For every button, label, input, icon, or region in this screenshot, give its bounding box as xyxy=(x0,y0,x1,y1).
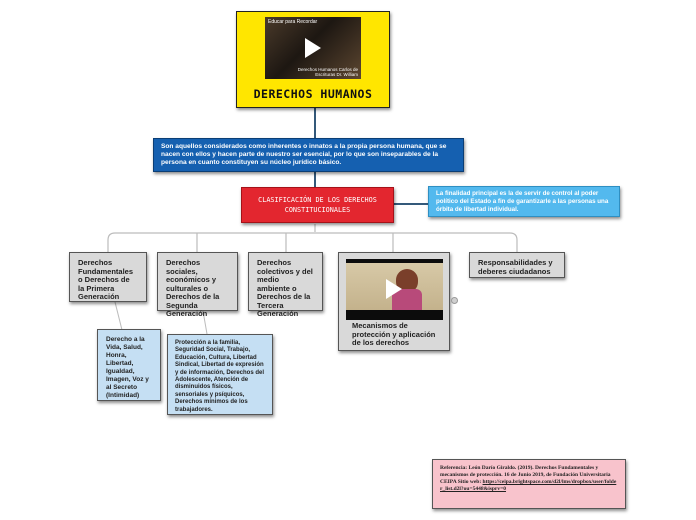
purpose-node[interactable]: La finalidad principal es la de servir d… xyxy=(428,186,620,217)
category-third-generation[interactable]: Derechos colectivos y del medio ambiente… xyxy=(248,252,323,318)
connector-categories-bracket xyxy=(107,224,518,252)
play-icon xyxy=(305,38,321,58)
detail-second-generation[interactable]: Protección a la familia, Seguridad Socia… xyxy=(167,334,273,415)
video-caption-top: Educar para Recordar xyxy=(268,19,318,25)
reference-text: Referencia: León Darío Giraldo. (2019). … xyxy=(440,465,611,485)
root-title: DERECHOS HUMANOS xyxy=(253,87,373,101)
detail-second-generation-text: Protección a la familia, Seguridad Socia… xyxy=(175,340,265,413)
purpose-text: La finalidad principal es la de servir d… xyxy=(436,190,609,213)
category-responsibilities[interactable]: Responsabilidades y deberes ciudadanos xyxy=(469,252,565,278)
category-second-generation[interactable]: Derechos sociales, económicos y cultural… xyxy=(157,252,238,318)
video-caption-bottom: Derechos Humanos Carlos de Escrituras Dr… xyxy=(297,67,358,77)
classification-node[interactable]: CLASIFICACIÓN DE LOS DERECHOS CONSTITUCI… xyxy=(241,187,394,223)
category-protection-mechanisms[interactable]: Mecanismos de protección y aplicación de… xyxy=(338,252,450,351)
category-third-generation-text: Derechos colectivos y del medio ambiente… xyxy=(257,258,313,318)
connector-second-gen-detail xyxy=(202,310,208,335)
category-protection-mechanisms-text: Mecanismos de protección y aplicación de… xyxy=(352,321,436,347)
definition-node[interactable]: Son aquellos considerados como inherente… xyxy=(153,138,464,172)
category-first-generation-text: Derechos Fundamentales o Derechos de la … xyxy=(78,258,134,301)
mechanisms-video-thumbnail[interactable] xyxy=(346,259,443,320)
reference-link[interactable]: https://ceipa.brightspace.com/d2l/lms/dr… xyxy=(440,479,617,492)
root-node-derechos-humanos[interactable]: Educar para Recordar Derechos Humanos Ca… xyxy=(236,11,390,108)
connector-first-gen-detail xyxy=(114,301,123,331)
collapse-marker-icon[interactable] xyxy=(451,297,458,304)
category-second-generation-text: Derechos sociales, económicos y cultural… xyxy=(166,258,220,318)
classification-text: CLASIFICACIÓN DE LOS DERECHOS CONSTITUCI… xyxy=(258,196,377,214)
detail-first-generation-text: Derecho a la Vida, Salud, Honra, Liberta… xyxy=(106,336,149,399)
detail-first-generation[interactable]: Derecho a la Vida, Salud, Honra, Liberta… xyxy=(97,329,161,401)
play-icon xyxy=(386,279,402,299)
definition-text: Son aquellos considerados como inherente… xyxy=(161,143,447,166)
reference-node[interactable]: Referencia: León Darío Giraldo. (2019). … xyxy=(432,459,626,509)
category-responsibilities-text: Responsabilidades y deberes ciudadanos xyxy=(478,258,553,276)
category-first-generation[interactable]: Derechos Fundamentales o Derechos de la … xyxy=(69,252,147,302)
root-video-thumbnail[interactable]: Educar para Recordar Derechos Humanos Ca… xyxy=(265,17,361,79)
